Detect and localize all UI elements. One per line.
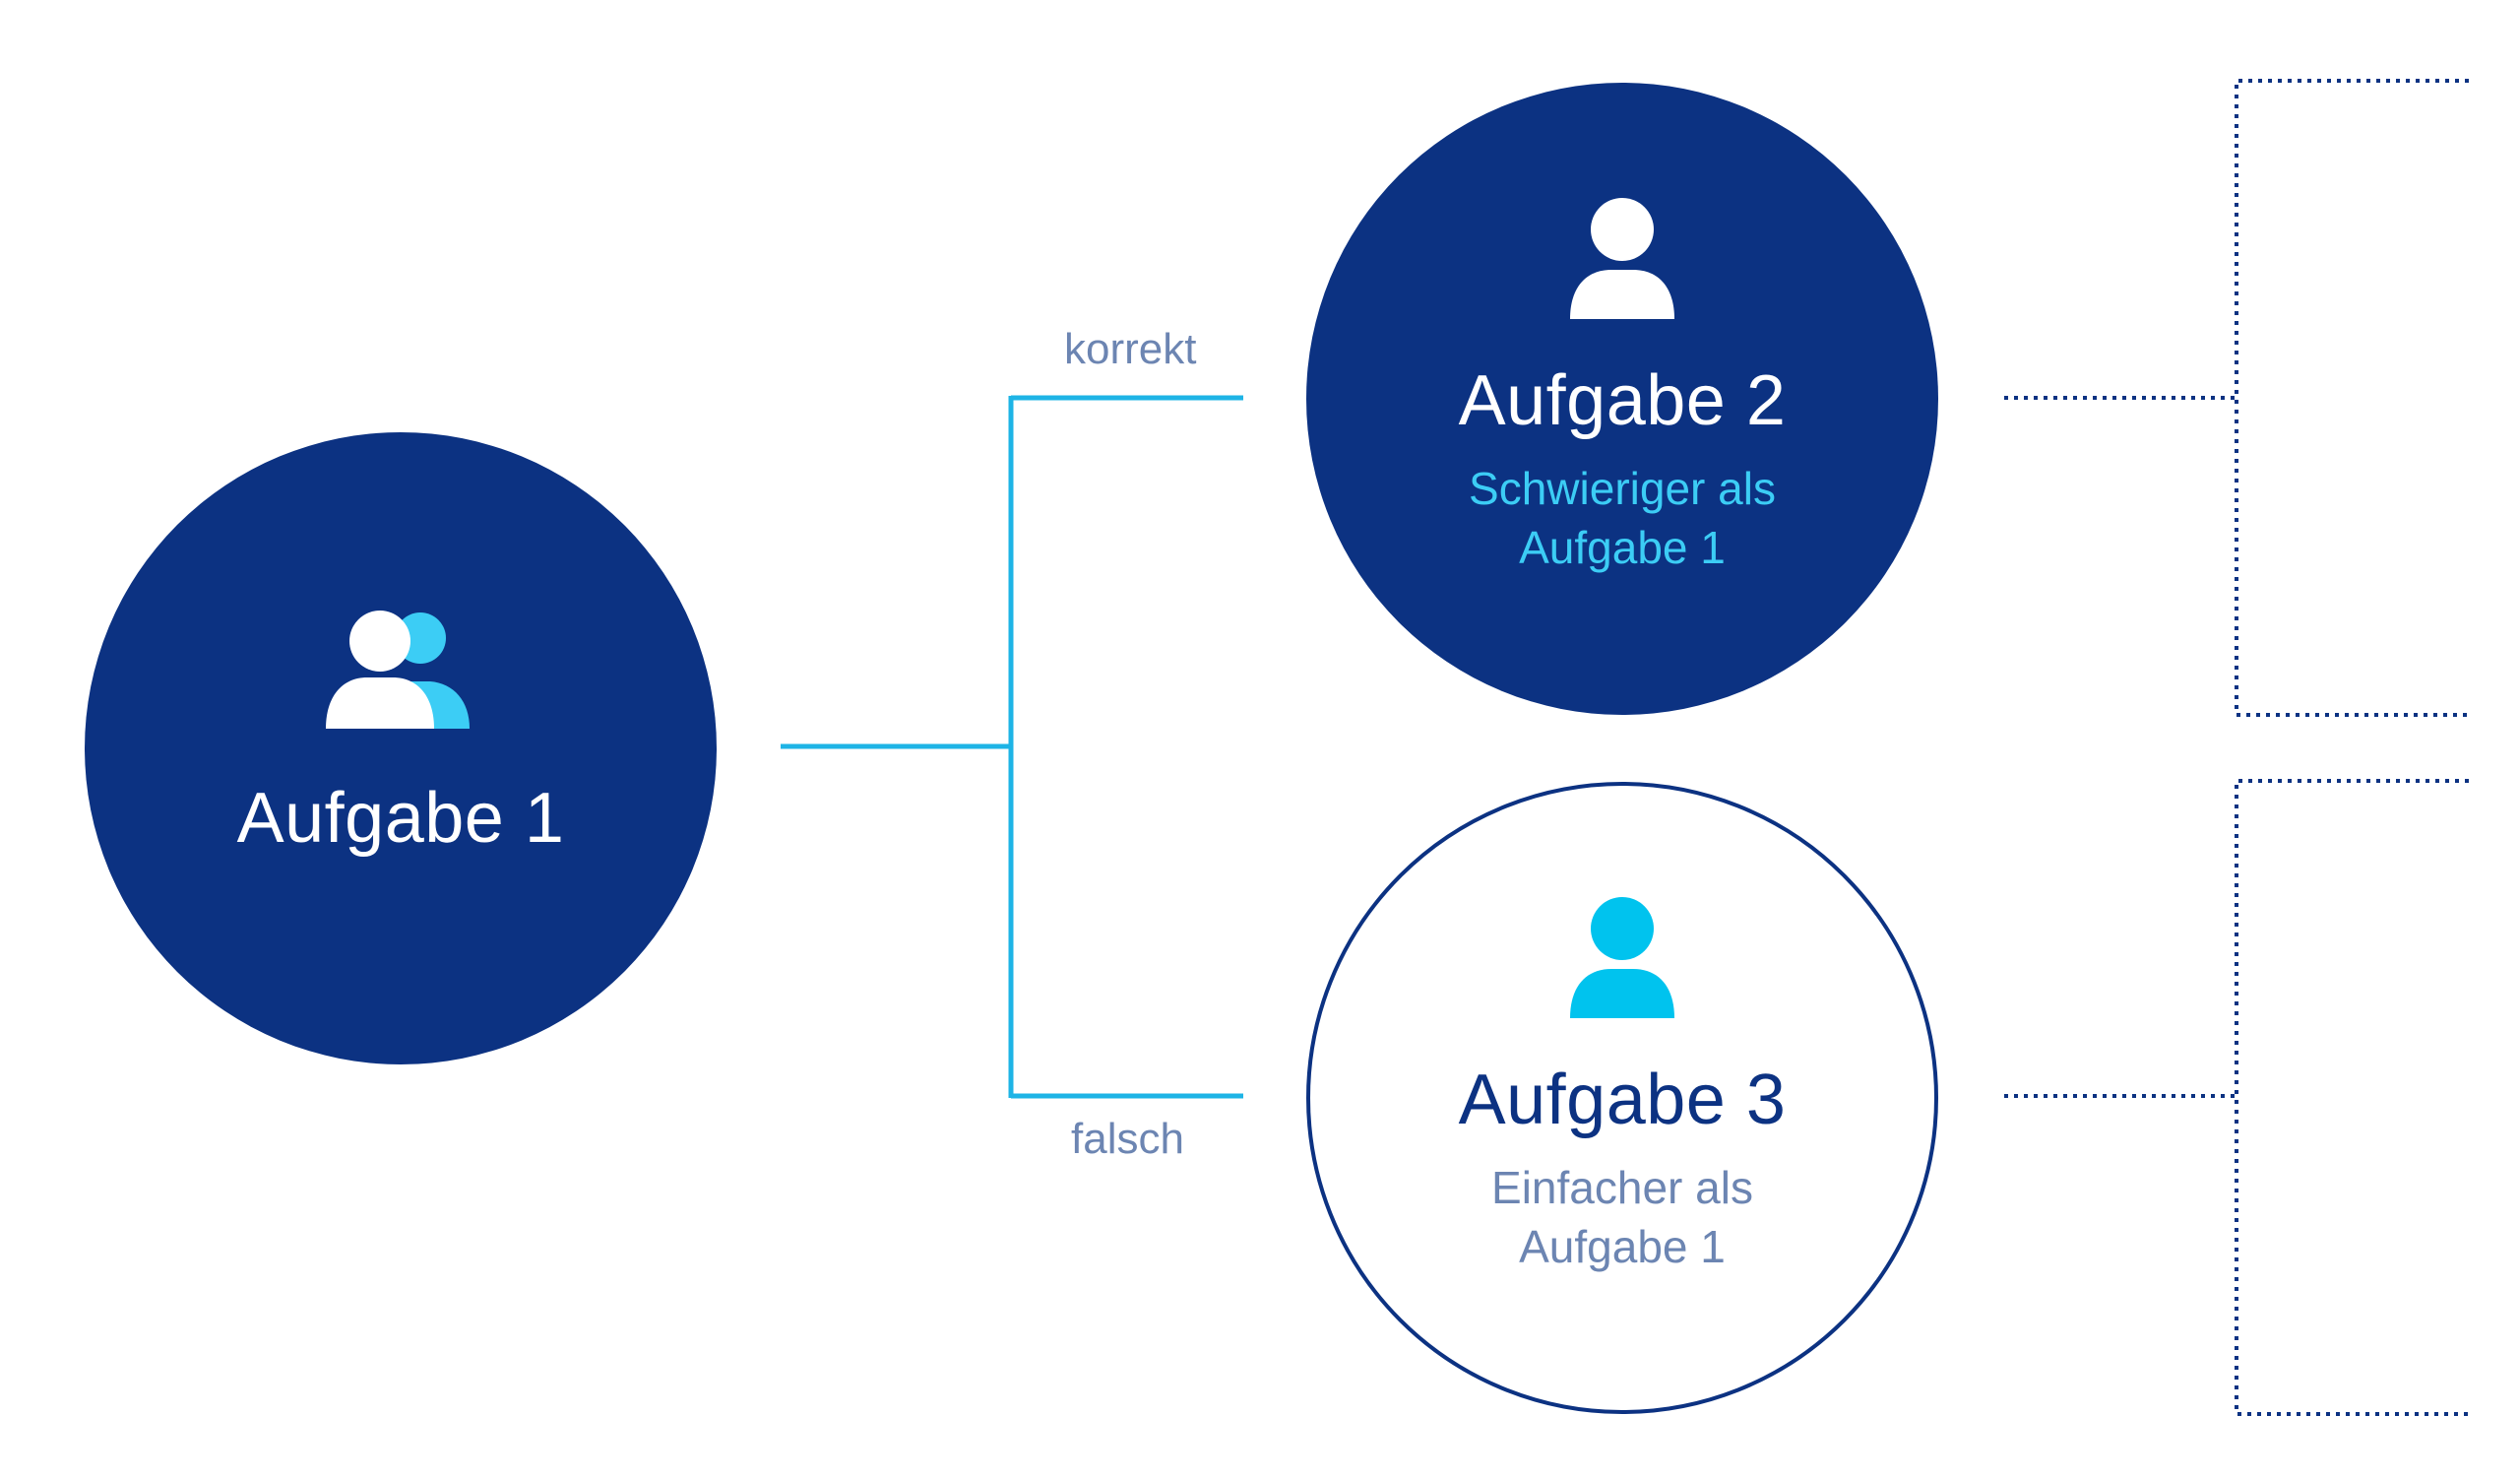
edge-label-wrong: falsch [1071,1115,1184,1163]
task-node-3-title: Aufgabe 3 [1458,1060,1787,1139]
user-icon [1570,197,1674,319]
edge-label-correct: korrekt [1064,325,1197,373]
task-node-3-subtitle: Einfacher als Aufgabe 1 [1491,1162,1753,1273]
users-icon [326,610,470,729]
task-node-2-title: Aufgabe 2 [1458,360,1787,440]
task-node-2-subtitle: Schwieriger als Aufgabe 1 [1469,463,1776,574]
task-node-1-title: Aufgabe 1 [236,778,565,858]
dotted-bracket-top [2235,79,2469,717]
task-node-1: Aufgabe 1 [85,432,717,1064]
user-icon [1570,896,1674,1018]
branch-connector [781,395,1243,1099]
task-node-3: Aufgabe 3 Einfacher als Aufgabe 1 [1306,782,1938,1414]
dotted-connectors [2004,79,2469,1416]
dotted-bracket-bottom [2235,779,2469,1416]
task-node-2: Aufgabe 2 Schwieriger als Aufgabe 1 [1306,83,1938,715]
